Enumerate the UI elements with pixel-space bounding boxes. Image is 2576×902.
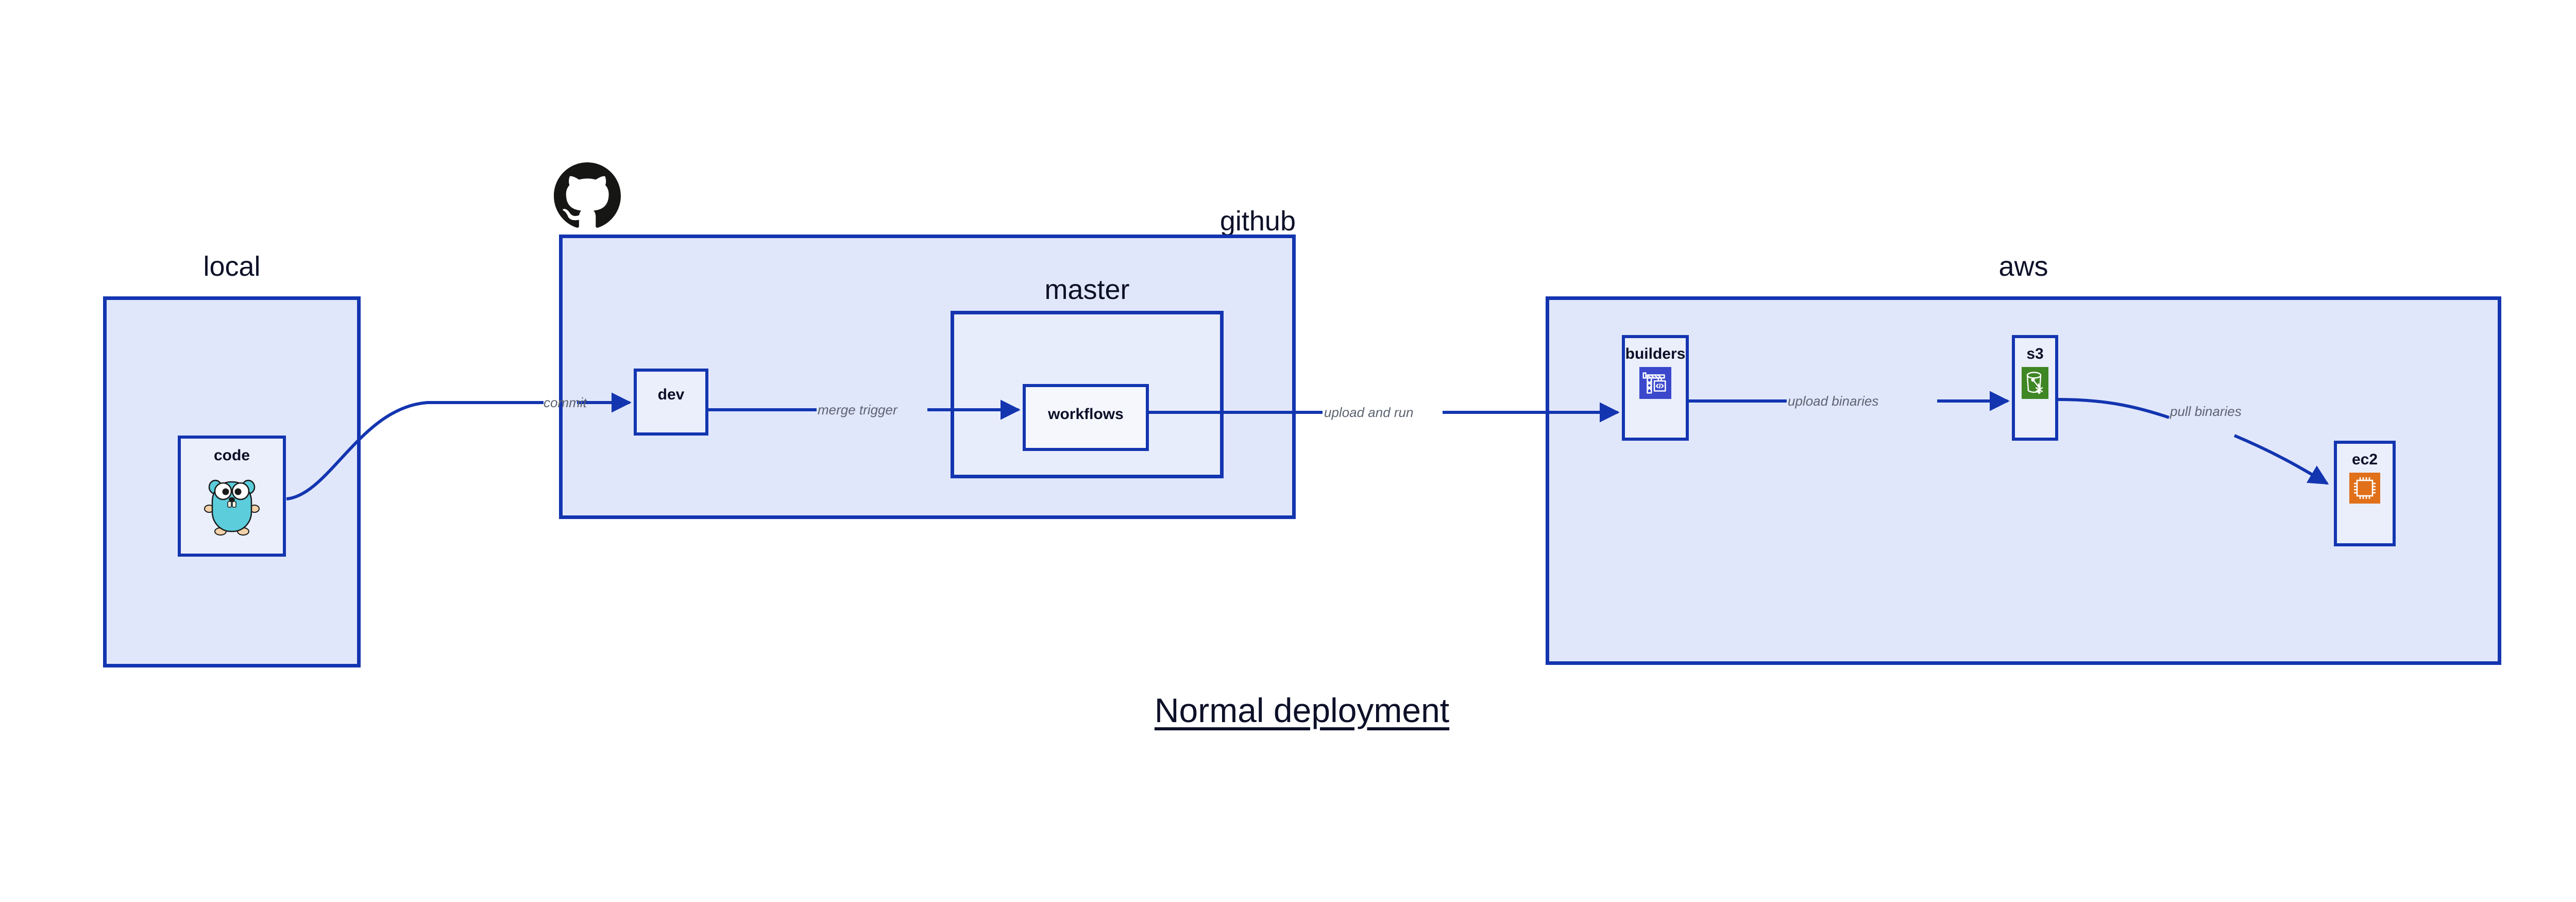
- edge-label-merge-trigger: merge trigger: [818, 402, 897, 417]
- edge-label-commit: commit: [544, 395, 587, 410]
- node-label-builders: builders: [1625, 345, 1686, 362]
- node-builders[interactable]: builders: [1622, 335, 1689, 441]
- node-s3[interactable]: s3: [2012, 335, 2058, 441]
- group-label-master: master: [1044, 274, 1130, 305]
- github-octocat-icon: [554, 162, 621, 229]
- edge-label-upload-binaries: upload binaries: [1788, 393, 1879, 409]
- node-ec2[interactable]: ec2: [2334, 441, 2396, 546]
- edge-label-pull-binaries: pull binaries: [2170, 404, 2242, 419]
- node-dev[interactable]: dev: [634, 369, 708, 436]
- node-label-ec2: ec2: [2351, 451, 2378, 468]
- group-label-aws: aws: [1998, 251, 2048, 282]
- go-gopher-icon: [201, 471, 263, 537]
- group-label-local: local: [203, 251, 261, 282]
- node-label-dev: dev: [657, 386, 685, 403]
- node-label-workflows: workflows: [1048, 406, 1124, 423]
- aws-s3-glacier-icon: [2022, 367, 2048, 399]
- node-label-s3: s3: [2026, 345, 2044, 362]
- node-label-code: code: [213, 447, 250, 464]
- aws-ec2-chip-icon: [2349, 473, 2380, 504]
- node-workflows[interactable]: workflows: [1023, 384, 1149, 451]
- diagram-title: Normal deployment: [1154, 691, 1450, 729]
- edge-label-upload-and-run: upload and run: [1324, 405, 1414, 420]
- aws-codebuild-icon: [1639, 367, 1671, 399]
- node-code[interactable]: code: [178, 436, 286, 557]
- group-label-github: github: [1219, 206, 1296, 237]
